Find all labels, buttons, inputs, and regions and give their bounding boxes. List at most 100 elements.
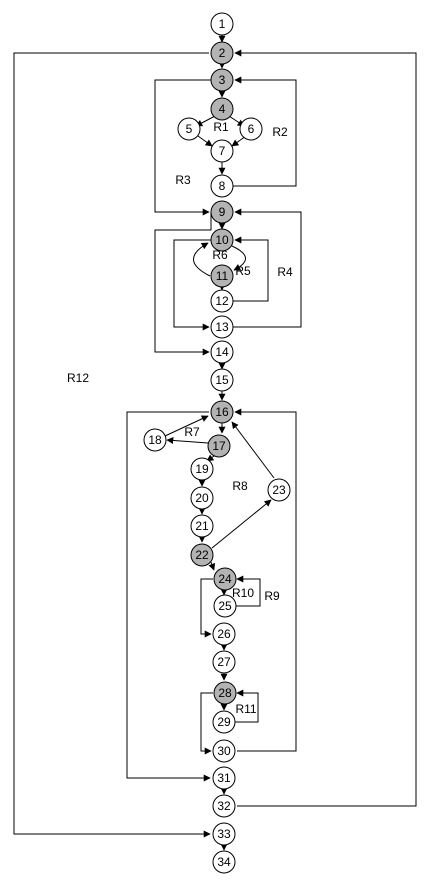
- node-label: 14: [215, 345, 229, 359]
- node-label: 22: [195, 548, 209, 562]
- node-19: 19: [190, 457, 214, 481]
- node-28: 28: [213, 681, 237, 705]
- edge-24-26: [200, 578, 213, 638]
- node-label: 26: [217, 627, 231, 641]
- node-34: 34: [212, 850, 236, 874]
- edge-18-16: [164, 415, 209, 437]
- edge-2-33: [13, 52, 211, 838]
- node-circle: [190, 457, 214, 481]
- node-label: 7: [219, 144, 226, 158]
- node-label: 11: [216, 269, 229, 283]
- node-9: 9: [210, 200, 234, 224]
- region-label-r1: R1: [213, 120, 229, 134]
- node-circle: [207, 434, 231, 458]
- edge-3-9: [154, 79, 211, 216]
- edge-8-3: [233, 76, 297, 187]
- node-22: 22: [190, 543, 214, 567]
- node-23: 23: [267, 478, 291, 502]
- region-label-r7: R7: [184, 425, 200, 439]
- edge-22-24: [208, 561, 216, 571]
- node-label: 6: [248, 122, 255, 136]
- node-16: 16: [210, 400, 234, 424]
- region-label-r5: R5: [235, 264, 251, 278]
- region-label-r12: R12: [67, 371, 89, 385]
- edge-22-23: [211, 499, 272, 549]
- node-13: 13: [210, 315, 234, 339]
- region-label-r6: R6: [212, 248, 228, 262]
- edge-30-16: [234, 408, 297, 752]
- region-label-r3: R3: [175, 173, 191, 187]
- node-circle: [213, 681, 237, 705]
- node-6: 6: [239, 117, 263, 141]
- node-circle: [210, 264, 234, 288]
- node-30: 30: [212, 739, 236, 763]
- node-21: 21: [190, 514, 214, 538]
- node-circle: [212, 794, 236, 818]
- node-circle: [210, 368, 234, 392]
- node-12: 12: [210, 289, 234, 313]
- node-circle: [212, 739, 236, 763]
- node-circle: [210, 12, 234, 36]
- node-label: 12: [215, 294, 229, 308]
- node-26: 26: [212, 622, 236, 646]
- region-label-r11: R11: [235, 702, 256, 716]
- node-1: 1: [210, 12, 234, 36]
- node-circle: [190, 514, 214, 538]
- node-31: 31: [212, 766, 236, 790]
- node-circle: [239, 117, 263, 141]
- node-32: 32: [212, 794, 236, 818]
- node-label: 3: [219, 73, 226, 87]
- node-label: 1: [219, 17, 226, 31]
- node-circle: [210, 200, 234, 224]
- node-24: 24: [213, 567, 237, 591]
- node-circle: [210, 315, 234, 339]
- node-label: 4: [219, 102, 226, 116]
- node-circle: [212, 822, 236, 846]
- node-label: 29: [217, 715, 231, 729]
- node-label: 17: [212, 439, 226, 453]
- node-15: 15: [210, 368, 234, 392]
- node-label: 21: [195, 519, 209, 533]
- node-33: 33: [212, 822, 236, 846]
- node-5: 5: [177, 117, 201, 141]
- node-circle: [210, 340, 234, 364]
- region-label-r8: R8: [232, 479, 248, 493]
- node-label: 5: [186, 122, 193, 136]
- node-7: 7: [210, 139, 234, 163]
- node-circle: [212, 850, 236, 874]
- node-label: 24: [218, 572, 232, 586]
- node-20: 20: [190, 486, 214, 510]
- node-label: 32: [217, 799, 231, 813]
- node-label: 23: [272, 483, 286, 497]
- region-label-r9: R9: [264, 589, 280, 603]
- node-14: 14: [210, 340, 234, 364]
- node-circle: [212, 766, 236, 790]
- node-label: 13: [215, 320, 229, 334]
- edge-25-24: [235, 575, 261, 607]
- node-label: 15: [215, 373, 229, 387]
- node-label: 8: [219, 179, 226, 193]
- node-circle: [210, 174, 234, 198]
- node-circle: [212, 710, 236, 734]
- node-circle: [267, 478, 291, 502]
- node-circle: [210, 68, 234, 92]
- node-label: 31: [217, 771, 231, 785]
- node-label: 33: [217, 827, 231, 841]
- edge-11-10: [193, 242, 211, 277]
- node-circle: [143, 428, 167, 452]
- node-circle: [210, 228, 234, 252]
- node-label: 2: [219, 46, 226, 60]
- node-label: 25: [218, 599, 232, 613]
- node-label: 19: [195, 462, 209, 476]
- node-label: 9: [219, 205, 226, 219]
- region-label-r4: R4: [277, 265, 293, 279]
- node-label: 34: [217, 855, 231, 869]
- node-4: 4: [210, 97, 234, 121]
- node-circle: [210, 97, 234, 121]
- node-circle: [177, 117, 201, 141]
- edge-9-14: [154, 212, 212, 356]
- edge-17-18: [166, 436, 209, 444]
- node-18: 18: [143, 428, 167, 452]
